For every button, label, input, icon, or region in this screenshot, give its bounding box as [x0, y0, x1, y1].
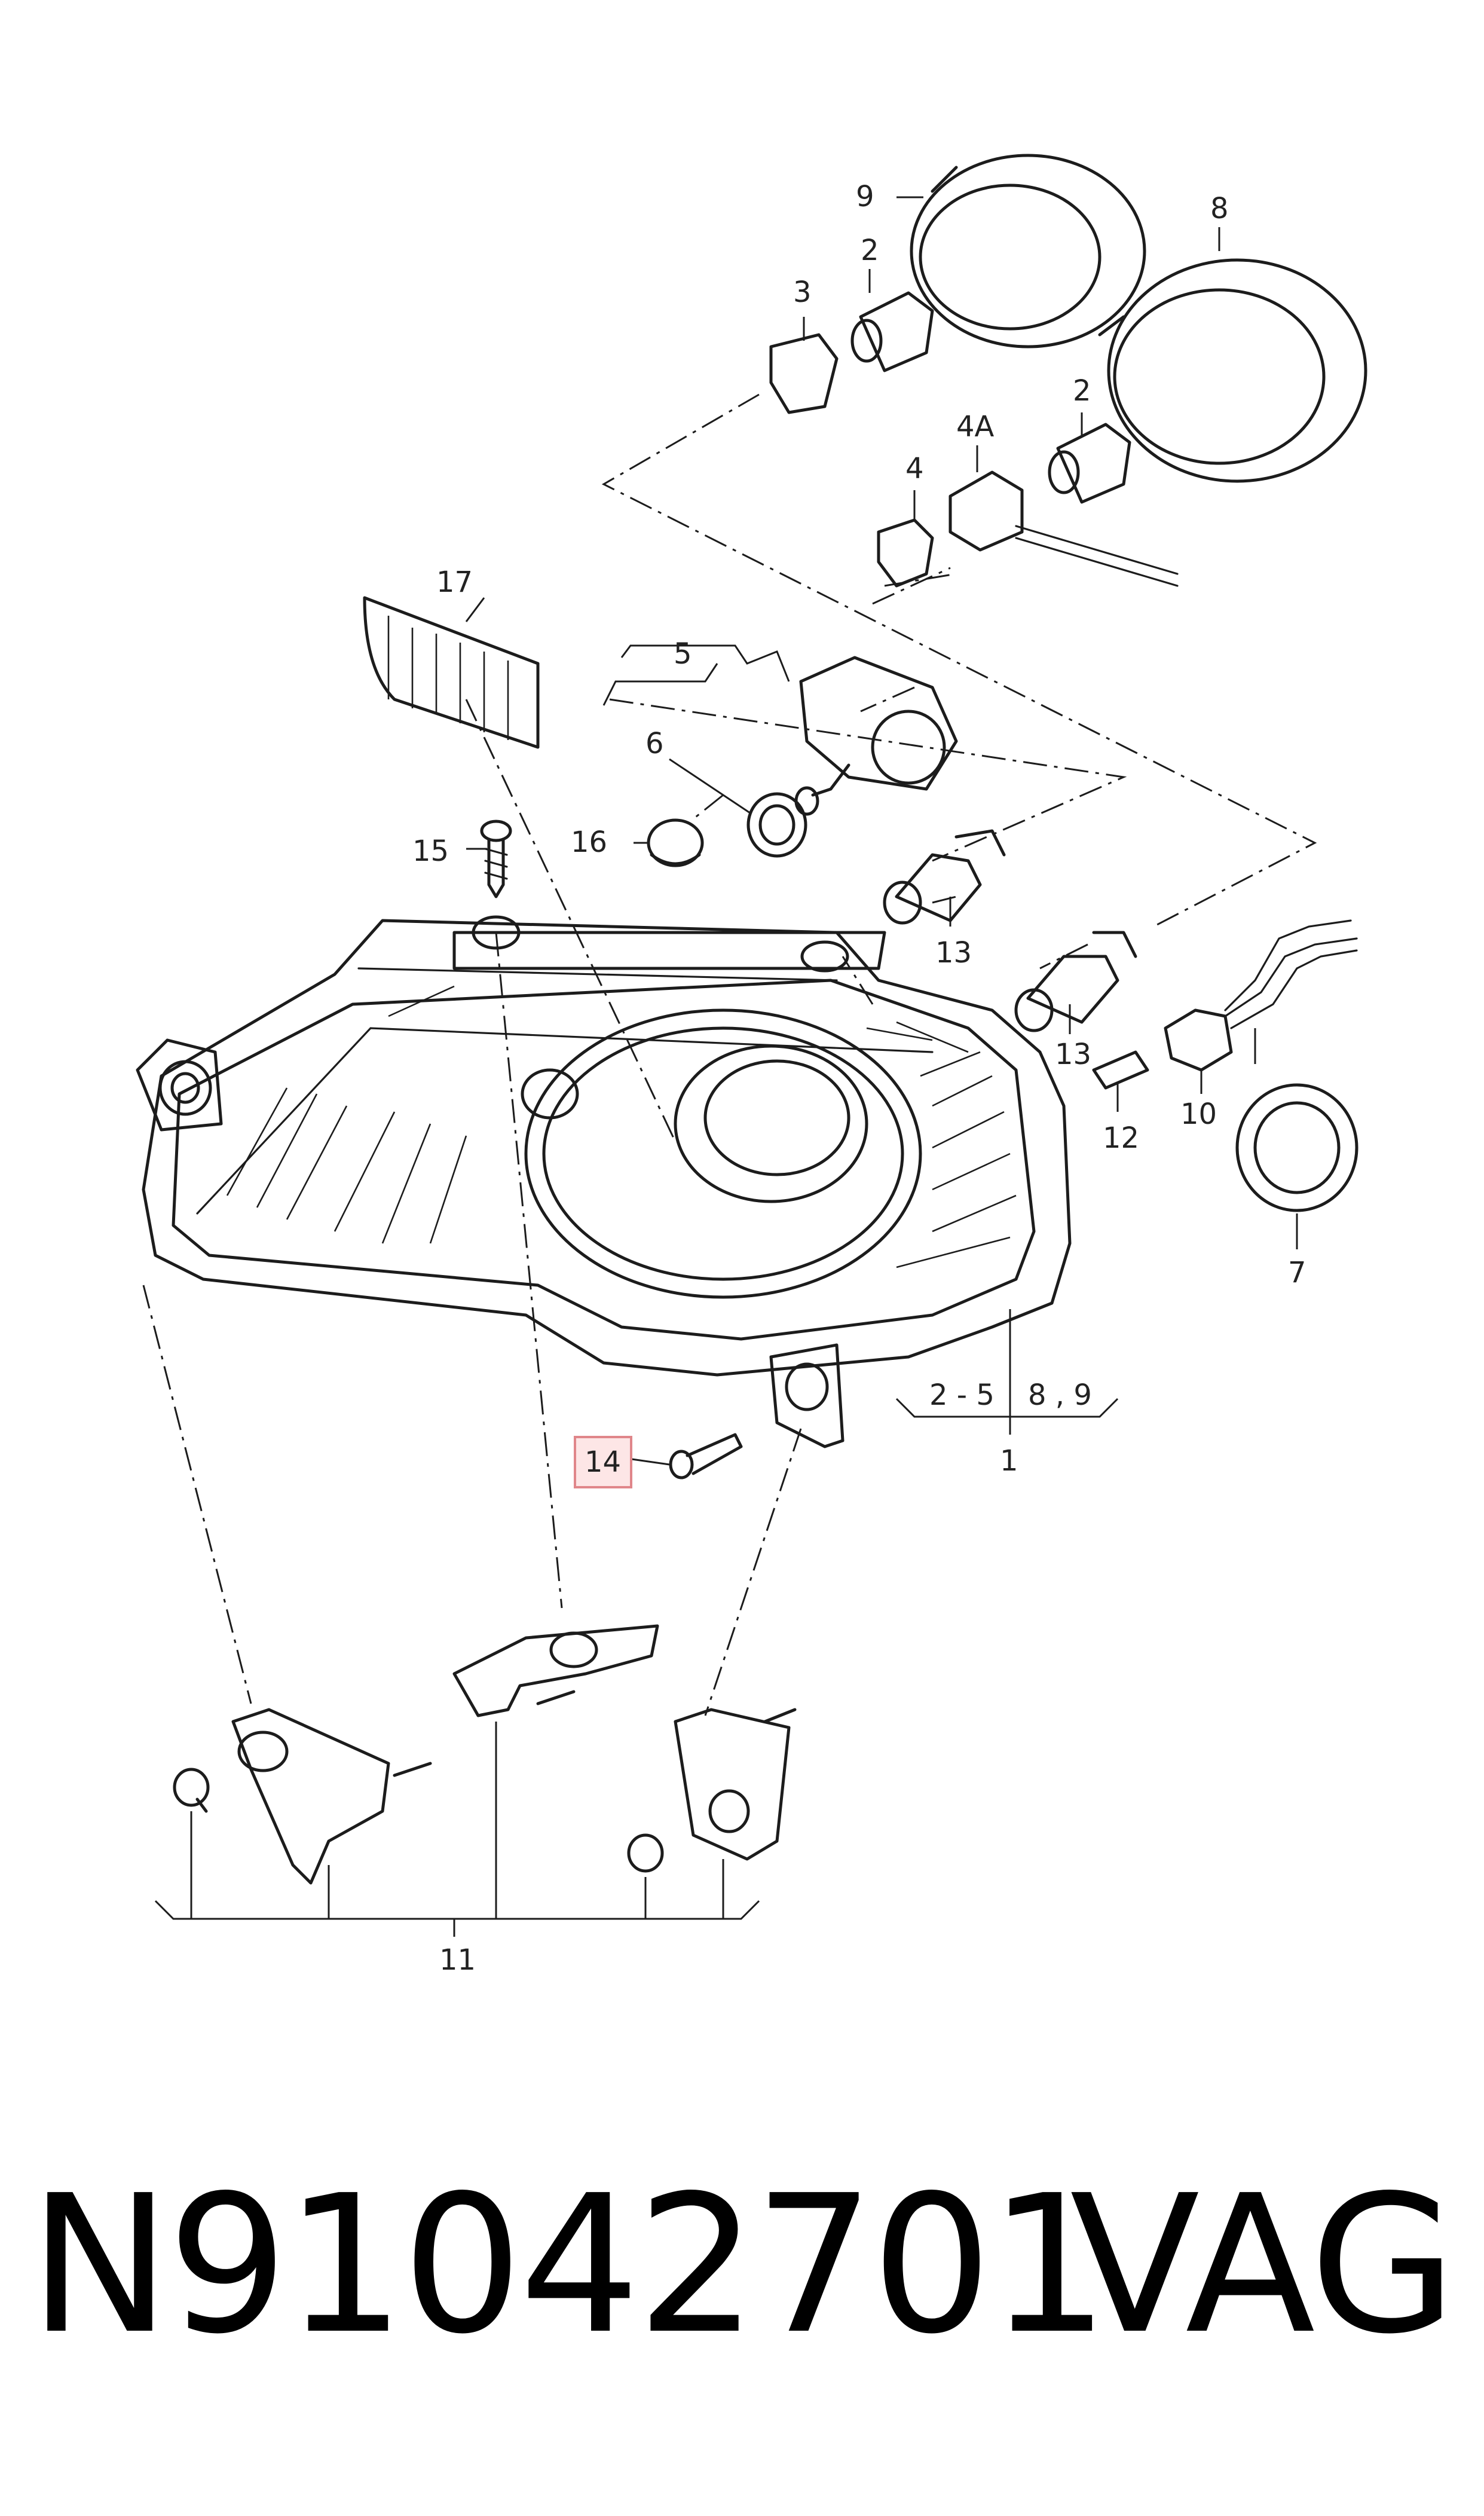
callout-12: 12 — [1103, 1121, 1139, 1155]
callout-16: 16 — [571, 826, 607, 859]
part-11-bracket-middle — [452, 1624, 659, 1717]
callout-17: 17 — [436, 565, 473, 599]
callout-10: 10 — [1180, 1097, 1217, 1131]
part-14-screw — [669, 1433, 743, 1479]
part-13-bulb-upper — [883, 829, 1006, 925]
part-4A-connector — [948, 470, 1024, 552]
part-2-socket-upper — [850, 291, 934, 372]
callout-4: 4 — [905, 452, 924, 485]
part-number: N91042701 — [29, 2154, 1109, 2376]
part-11-bracket-right — [627, 1708, 797, 1873]
callout-7: 7 — [1288, 1256, 1306, 1289]
callout-range-a: 2 - 5 — [929, 1378, 995, 1412]
part-3-retainer — [769, 333, 839, 414]
callout-1: 1 — [1000, 1444, 1018, 1478]
part-13-bulb-lower — [1014, 931, 1137, 1032]
callout-2-upper: 2 — [861, 234, 879, 267]
part-15-screw — [480, 820, 512, 898]
callout-13-lower: 13 — [1055, 1038, 1091, 1071]
callout-2-lower: 2 — [1073, 374, 1091, 408]
callout-13-upper: 13 — [935, 936, 972, 970]
part-16-cap — [647, 818, 704, 867]
callout-11: 11 — [439, 1943, 476, 1973]
callout-4A: 4A — [956, 410, 995, 444]
callout-8: 8 — [1210, 192, 1229, 225]
callout-range-b: 8 , 9 — [1028, 1378, 1092, 1412]
part-2-socket-lower — [1015, 423, 1179, 587]
callout-9: 9 — [856, 180, 874, 213]
part-5-actuator — [794, 656, 958, 816]
part-12-side-bulb — [1092, 1050, 1149, 1090]
part-11-bracket-left — [173, 1708, 432, 1885]
exploded-parts-diagram: 9 2 3 8 2 4A 4 17 5 6 15 16 13 13 10 12 … — [136, 154, 1367, 1973]
callout-6: 6 — [645, 727, 664, 760]
callout-3: 3 — [793, 276, 812, 309]
part-14-highlight — [574, 1436, 632, 1488]
part-4-retainer — [877, 518, 934, 588]
part-7-cap — [1235, 1083, 1358, 1212]
headlamp-housing — [136, 915, 1072, 1448]
leader-lines — [154, 196, 1298, 1937]
part-8-cap — [1107, 258, 1367, 483]
callout-5: 5 — [674, 637, 692, 671]
brand-name: VAG — [1070, 2154, 1457, 2376]
part-10-socket — [1164, 919, 1358, 1072]
part-6-gasket — [746, 792, 807, 858]
part-9-cap — [910, 154, 1146, 348]
callout-14: 14 — [585, 1445, 621, 1479]
assembly-lines — [142, 393, 1317, 1716]
callout-labels: 9 2 3 8 2 4A 4 17 5 6 15 16 13 13 10 12 … — [412, 180, 1306, 1973]
callout-15: 15 — [412, 834, 449, 868]
part-17-lens-film — [363, 596, 540, 749]
